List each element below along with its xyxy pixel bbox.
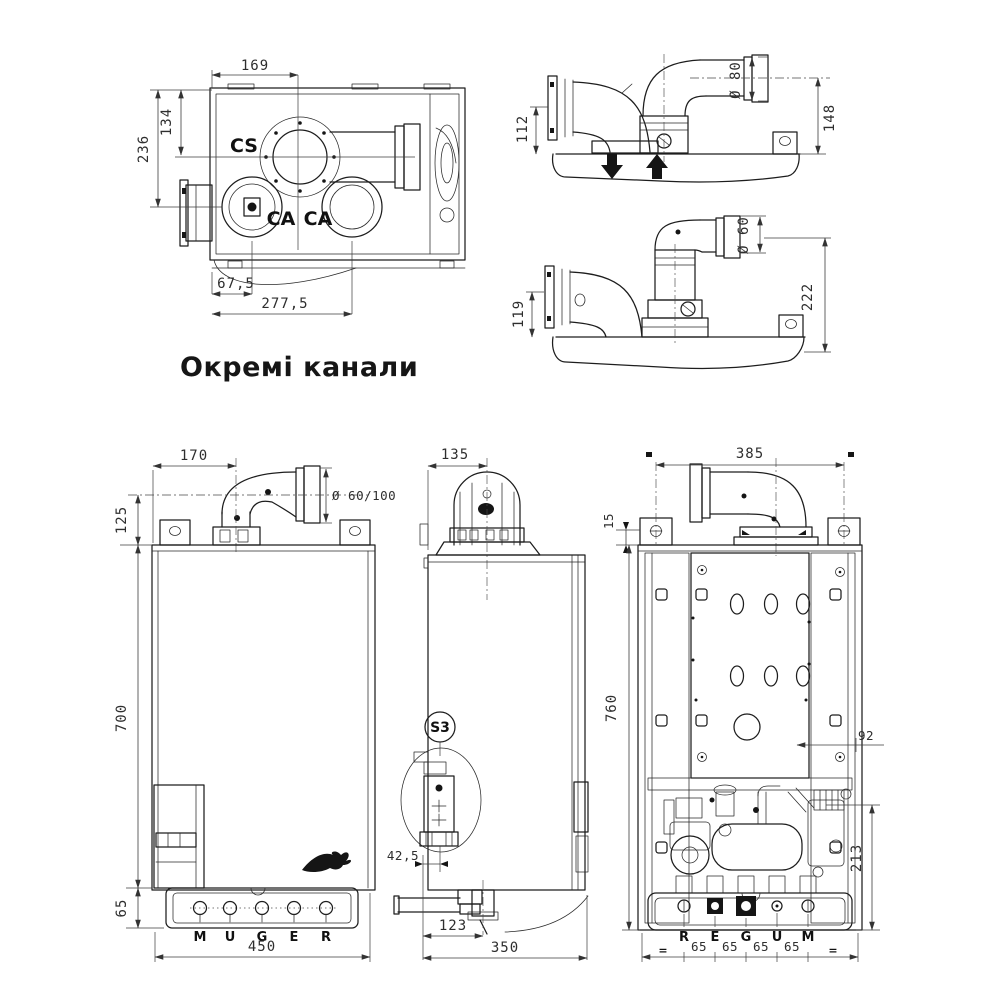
panel-screws — [691, 565, 845, 762]
dim-125: 125 — [114, 506, 130, 534]
dim-bottom-width: 277,5 — [261, 296, 308, 312]
cs-flange-bolts — [264, 121, 336, 193]
dim-42-5: 42,5 — [387, 848, 419, 863]
dim-112: 112 — [515, 115, 531, 143]
dim-760: 760 — [604, 694, 620, 722]
label-ca-right: CA — [304, 208, 333, 230]
front-view: M U G E R 170 Ø 60/100 125 700 65 450 — [114, 448, 396, 962]
dim-700: 700 — [114, 704, 130, 732]
side-view: S3 135 42,5 123 350 — [387, 447, 589, 961]
exhaust-arrow-down — [601, 154, 623, 179]
dim-ca-height: 236 — [136, 135, 152, 163]
dim-pitch: 65 — [784, 939, 800, 954]
front-connection-label: M — [194, 930, 207, 945]
dim-222: 222 — [800, 283, 816, 311]
dim-170: 170 — [180, 448, 208, 464]
dim-119: 119 — [511, 300, 527, 328]
front-connection-label: E — [290, 930, 299, 945]
dim-pitch: 65 — [691, 939, 707, 954]
dim-135: 135 — [441, 447, 469, 463]
rear-connection-label: R — [679, 930, 689, 945]
section-title: Окремі канали — [180, 352, 418, 383]
intake-arrow-up — [646, 154, 668, 179]
front-connection-label: G — [257, 930, 268, 945]
label-cs: CS — [230, 135, 258, 157]
dim-15: 15 — [601, 513, 616, 529]
dim-cs-height: 134 — [159, 108, 175, 136]
dim-213: 213 — [849, 844, 865, 872]
top-view: 169 134 236 67,5 277,5 CS CA CA — [136, 58, 466, 317]
flue-arrangement-raised: 119 Ø 60 222 — [511, 215, 831, 370]
front-connection-label: R — [321, 930, 331, 945]
rear-connection-label: G — [741, 930, 752, 945]
dim-60-100: Ø 60/100 — [332, 488, 396, 503]
brand-logo — [302, 851, 352, 873]
rear-connections — [677, 896, 815, 916]
dim-123: 123 — [439, 918, 467, 934]
front-connection-label: U — [225, 930, 236, 945]
dim-pitch: 65 — [753, 939, 769, 954]
rear-connection-label: M — [802, 930, 815, 945]
dim-148: 148 — [822, 104, 838, 132]
flue-arrangement-horizontal: 112 Ø 80 148 — [515, 54, 838, 183]
rear-connection-label: U — [772, 930, 783, 945]
equal-mark: = — [658, 944, 667, 957]
panel-holes — [655, 588, 842, 854]
dim-top-width: 169 — [241, 58, 269, 74]
rear-connection-label: E — [711, 930, 720, 945]
dim-350: 350 — [491, 940, 519, 956]
dim-92: 92 — [858, 728, 874, 743]
dim-385: 385 — [736, 446, 764, 462]
dim-450: 450 — [248, 939, 276, 955]
equal-mark: = — [828, 944, 837, 957]
dim-d80: Ø 80 — [728, 61, 744, 99]
label-ca-left: CA — [267, 208, 296, 230]
front-connections — [192, 900, 334, 923]
rear-view: R E G U M 385 15 760 92 213 — [601, 446, 884, 962]
dim-65: 65 — [114, 899, 130, 918]
s3-callout: S3 — [430, 720, 450, 736]
dim-d60: Ø 60 — [736, 216, 752, 254]
dim-left-offset: 67,5 — [217, 276, 255, 292]
dim-pitch: 65 — [722, 939, 738, 954]
hydraulic-assembly — [663, 784, 852, 894]
